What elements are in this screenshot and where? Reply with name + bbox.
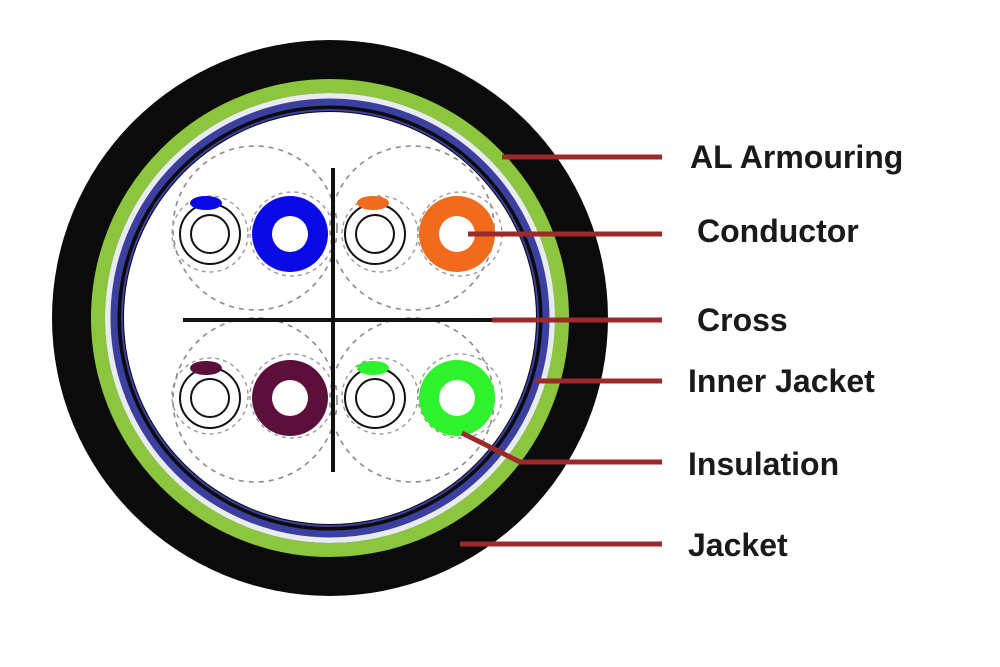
label-inner-jacket: Inner Jacket: [688, 363, 875, 399]
label-conductor: Conductor: [697, 213, 859, 249]
leader-line-insulation: [460, 430, 662, 465]
pair-maroon: [179, 360, 328, 436]
label-jacket: Jacket: [688, 527, 788, 563]
label-cross: Cross: [697, 302, 788, 338]
label-al-armouring: AL Armouring: [690, 139, 903, 175]
pair-orange: [344, 196, 495, 272]
pair-green: [344, 360, 495, 436]
label-insulation: Insulation: [688, 446, 839, 482]
pair-blue: [179, 196, 328, 272]
leader-lines: [460, 154, 662, 547]
